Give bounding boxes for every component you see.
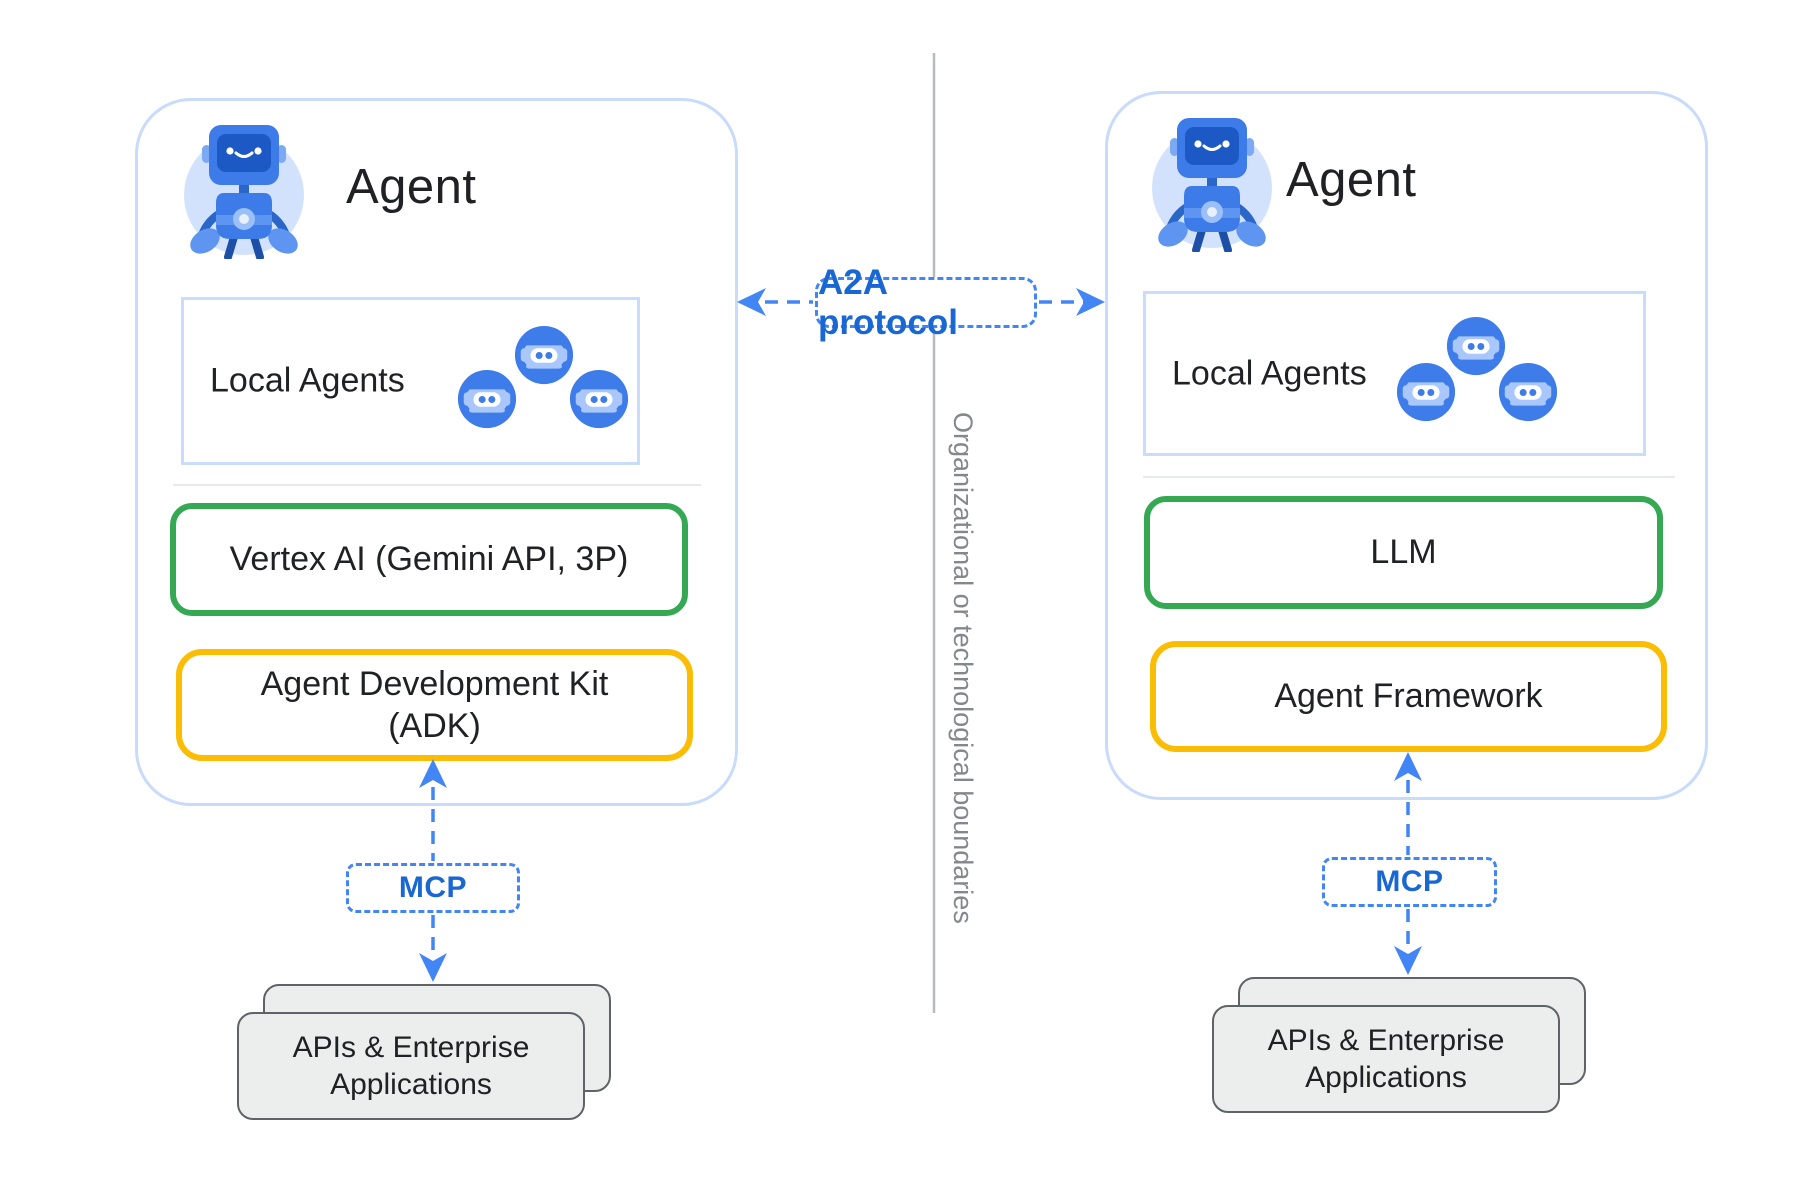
agent-title: Agent — [1286, 153, 1417, 207]
apps-card-stack-left: APIs & Enterprise Applications — [237, 984, 613, 1122]
agent-container-right: Agent Local Agents — [1105, 91, 1708, 800]
model-label: LLM — [1370, 533, 1437, 572]
agent-chip-icon — [568, 368, 630, 430]
a2a-protocol-badge: A2A protocol — [815, 263, 1037, 342]
apps-card-front: APIs & Enterprise Applications — [237, 1012, 585, 1120]
framework-box: Agent Development Kit (ADK) — [176, 649, 693, 761]
model-label: Vertex AI (Gemini API, 3P) — [229, 540, 629, 579]
robot-avatar-icon — [1146, 112, 1278, 254]
arrow-head-down — [1394, 946, 1422, 975]
arrow-head-right — [1076, 288, 1105, 316]
apps-card-stack-right: APIs & Enterprise Applications — [1212, 977, 1588, 1115]
agent-chip-icon — [1445, 315, 1507, 377]
framework-box: Agent Framework — [1150, 641, 1667, 752]
local-agents-label: Local Agents — [210, 361, 405, 400]
apps-label: APIs & Enterprise Applications — [292, 1030, 530, 1102]
local-agents-label: Local Agents — [1172, 354, 1367, 392]
agent-chip-icon — [456, 368, 518, 430]
framework-label: Agent Framework — [1274, 677, 1543, 716]
section-divider — [1143, 476, 1675, 478]
mcp-arrow-left — [419, 759, 447, 982]
agent-chip-icon — [1395, 361, 1457, 423]
arrow-head-up — [419, 759, 447, 788]
boundary-label: Organizational or technological boundari… — [948, 411, 978, 924]
agent-chip-icon — [1497, 361, 1559, 423]
arrow-head-up — [1394, 752, 1422, 781]
a2a-arrow — [737, 288, 1105, 316]
arrow-head-down — [419, 953, 447, 982]
local-agents-panel: Local Agents — [1143, 291, 1646, 456]
section-divider — [173, 484, 701, 486]
local-agents-panel: Local Agents — [181, 297, 640, 465]
apps-label: APIs & Enterprise Applications — [1267, 1023, 1505, 1095]
agent-container-left: Agent Local Agents — [135, 98, 738, 806]
robot-avatar-icon — [178, 119, 310, 261]
apps-card-front: APIs & Enterprise Applications — [1212, 1005, 1560, 1113]
model-box: LLM — [1144, 496, 1663, 609]
model-box: Vertex AI (Gemini API, 3P) — [170, 503, 688, 616]
arrow-head-left — [737, 288, 766, 316]
mcp-badge-right: MCP — [1322, 857, 1497, 907]
agent-chip-icon — [513, 324, 575, 386]
mcp-badge-left: MCP — [346, 863, 520, 913]
mcp-arrow-right — [1394, 752, 1422, 975]
framework-label: Agent Development Kit (ADK) — [260, 664, 609, 746]
agent-title: Agent — [346, 160, 477, 214]
